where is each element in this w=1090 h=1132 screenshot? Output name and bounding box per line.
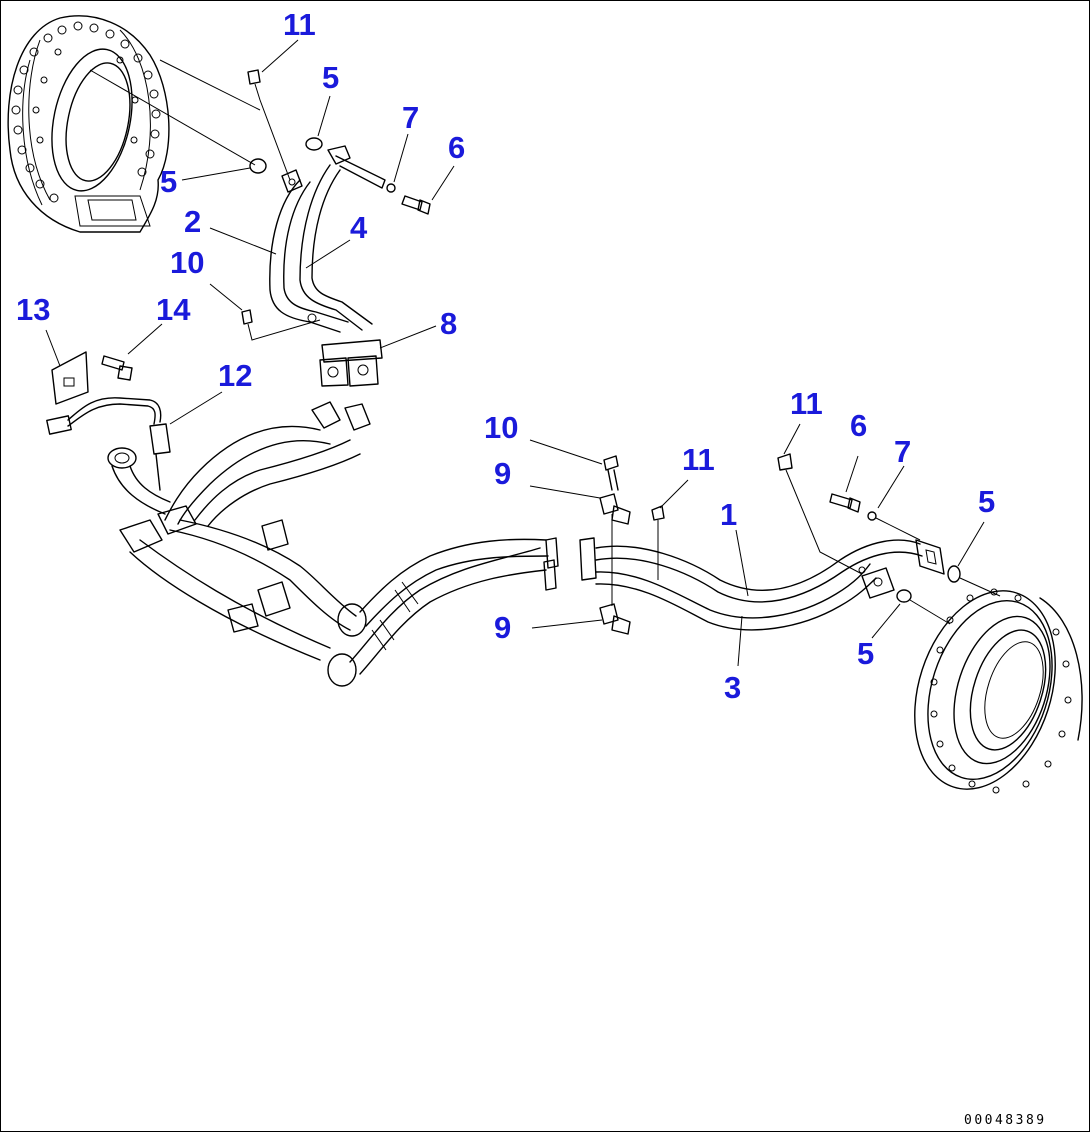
callout-5: 5: [160, 164, 177, 199]
callout-7: 7: [894, 434, 911, 469]
oring-5-upper-2: [249, 158, 267, 174]
callout-11: 11: [682, 442, 715, 477]
washer-7-upper: [386, 183, 396, 193]
bolt-10-upper: [241, 309, 321, 341]
callout-labels: 11 5 7 6 5 2 4 10 13 14 8 12 10 11 11 6 …: [16, 7, 995, 705]
disc-leader-3: [959, 577, 1001, 597]
bolt-11-mid: [651, 505, 665, 580]
callout-11: 11: [790, 386, 823, 421]
washer-7-right: [867, 511, 877, 521]
callout-6: 6: [850, 408, 867, 443]
bolt-14: [101, 355, 133, 381]
callout-2: 2: [184, 204, 201, 239]
callout-leaders: [45, 39, 985, 667]
upper-hose-assembly: [269, 145, 386, 387]
left-hose-group: [107, 401, 559, 687]
callout-14: 14: [156, 292, 191, 327]
callout-5: 5: [857, 636, 874, 671]
bolt-11-right: [777, 453, 863, 575]
bolt-11-upper: [247, 69, 291, 181]
callout-11: 11: [283, 7, 316, 42]
callout-12: 12: [218, 358, 252, 393]
disc-leader-4: [909, 599, 951, 625]
bolt-6-upper: [401, 195, 431, 215]
disc-leader-1: [159, 59, 261, 111]
sensor-bracket-13: [51, 351, 89, 405]
disc-leader-2: [89, 69, 256, 166]
right-hose-assembly: [579, 537, 945, 631]
callout-13: 13: [16, 292, 50, 327]
callout-9: 9: [494, 456, 511, 491]
callout-3: 3: [724, 670, 741, 705]
bolt-6-right: [829, 493, 861, 513]
oring-5-upper: [305, 137, 323, 151]
callout-6: 6: [448, 130, 465, 165]
sensor-harness-12: [46, 397, 171, 491]
callout-10: 10: [170, 245, 204, 280]
callout-9: 9: [494, 610, 511, 645]
oring-5-right-2: [896, 589, 912, 603]
upper-left-brake-disc: [7, 15, 170, 233]
lower-right-brake-disc: [914, 588, 1083, 794]
callout-5: 5: [322, 60, 339, 95]
clamp-9-lower: [599, 603, 631, 635]
oring-5-right: [947, 565, 961, 583]
document-id: 00048389: [964, 1113, 1047, 1128]
washer-7-leader: [875, 517, 921, 541]
callout-1: 1: [720, 497, 737, 532]
callout-7: 7: [402, 100, 419, 135]
callout-10: 10: [484, 410, 518, 445]
callout-5: 5: [978, 484, 995, 519]
clamp-9-upper: [599, 493, 631, 525]
callout-4: 4: [350, 210, 368, 245]
callout-8: 8: [440, 306, 457, 341]
bolt-10-right: [603, 455, 619, 491]
